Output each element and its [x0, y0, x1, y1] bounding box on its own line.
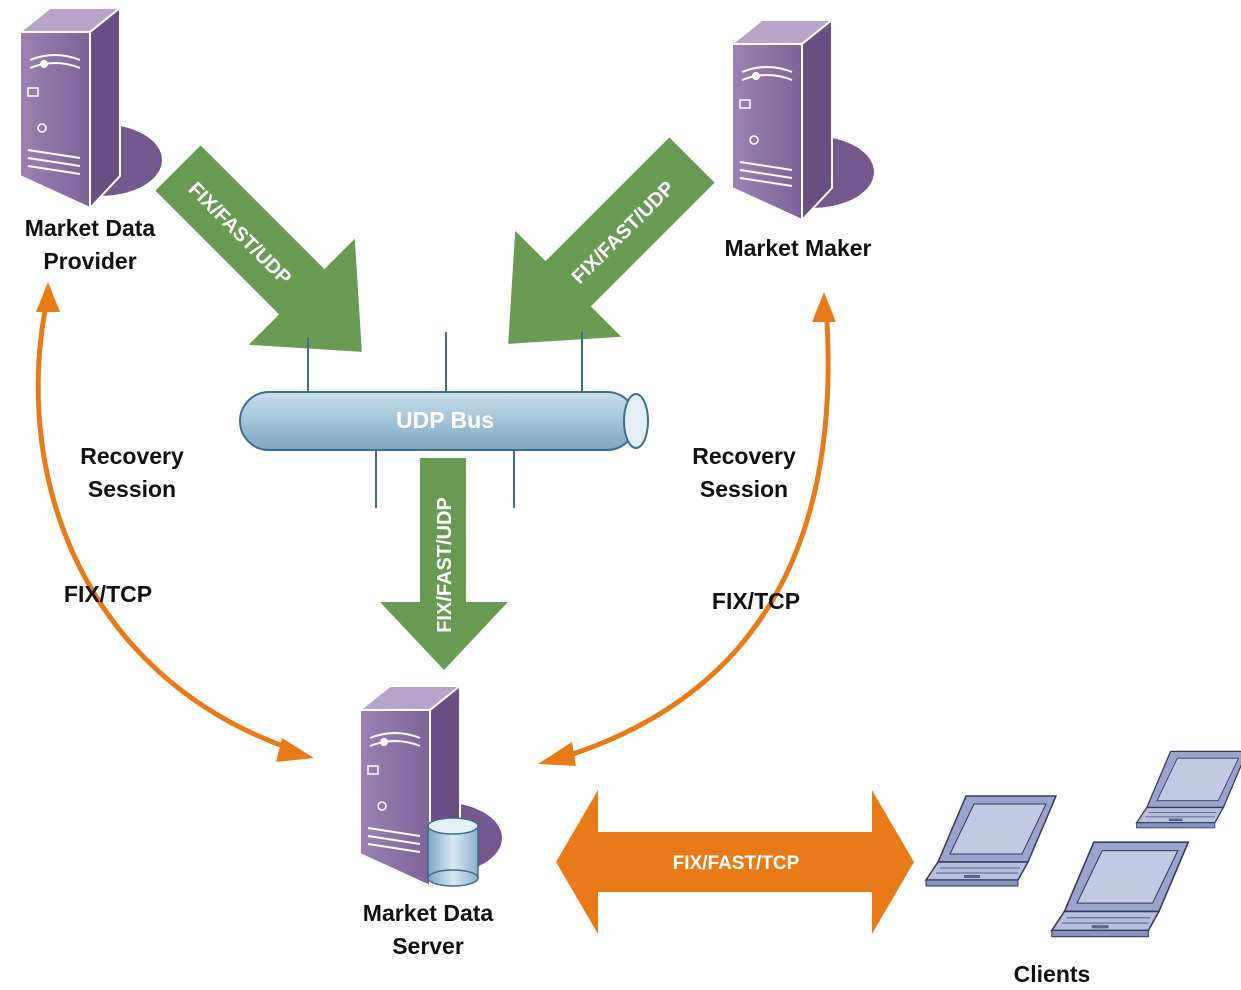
right-protocol-label: FIX/TCP [696, 585, 816, 618]
udp-bus: UDP Bus [239, 391, 649, 451]
clients-label-text: Clients [1013, 961, 1091, 987]
right-recovery-arrow [538, 292, 836, 766]
left-protocol-label: FIX/TCP [48, 578, 168, 611]
server-label-line2: Server [392, 933, 464, 959]
server-label-line1: Market Data [362, 900, 494, 926]
maker-label-text: Market Maker [724, 235, 872, 261]
maker-server-icon [731, 19, 875, 221]
server-clients-label: FIX/FAST/TCP [673, 853, 800, 874]
provider-label-line1: Market Data [24, 215, 156, 241]
provider-server-icon [19, 7, 163, 209]
udp-bus-label: UDP Bus [396, 407, 494, 433]
left-protocol-text: FIX/TCP [63, 581, 153, 607]
server-label: Market Data Server [338, 897, 518, 963]
laptop-icon [1135, 750, 1241, 829]
right-protocol-text: FIX/TCP [711, 588, 801, 614]
left-recovery-line1: Recovery [80, 443, 184, 469]
left-recovery-label: Recovery Session [54, 440, 210, 506]
bus-connectors [307, 332, 583, 508]
bus-to-server-label: FIX/FAST/UDP [434, 497, 456, 633]
left-recovery-arrow [35, 282, 314, 762]
database-icon [427, 817, 479, 887]
bus-to-server-arrow: FIX/FAST/UDP [380, 458, 508, 670]
left-recovery-line2: Session [87, 476, 177, 502]
right-recovery-label: Recovery Session [666, 440, 822, 506]
right-recovery-line2: Session [699, 476, 789, 502]
provider-label-line2: Provider [43, 248, 137, 274]
right-recovery-line1: Recovery [692, 443, 796, 469]
clients-label: Clients [992, 958, 1112, 990]
provider-label: Market Data Provider [2, 212, 178, 278]
laptop-icon [925, 795, 1057, 887]
laptop-icon [1051, 841, 1190, 938]
server-clients-arrow: FIX/FAST/TCP [556, 790, 914, 934]
maker-label: Market Maker [700, 232, 896, 265]
